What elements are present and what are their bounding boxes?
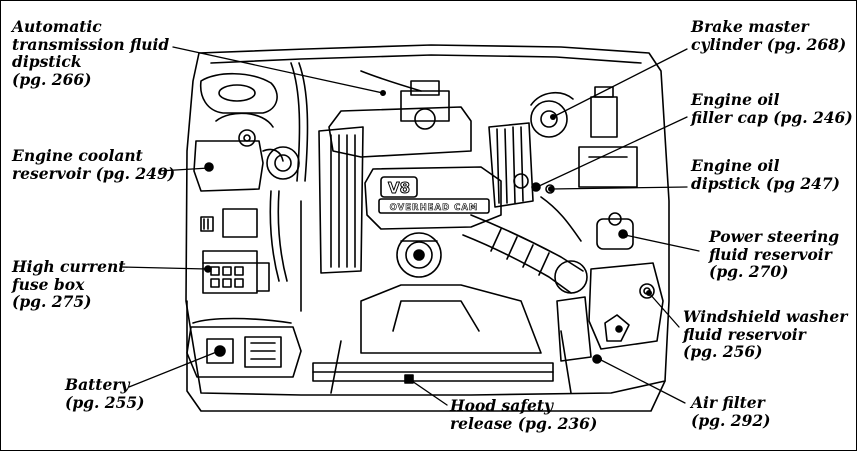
v8-badge: V8 [388, 179, 410, 197]
engine-cover [364, 166, 502, 230]
relay-block [200, 208, 258, 238]
coolant-reservoir [193, 129, 284, 192]
front-structure [312, 284, 572, 394]
label-hood-release: Hood safety release (pg. 236) [450, 396, 598, 433]
washer-reservoir [588, 262, 664, 350]
intake-hose [462, 214, 588, 294]
alternator [396, 232, 442, 278]
right-cylinder-bank [488, 122, 534, 208]
label-power-steering: Power steering fluid reservoir (pg. 270) [709, 227, 840, 281]
battery [186, 317, 302, 378]
overhead-cam-badge: OVERHEAD CAM [390, 203, 479, 213]
label-coolant-reservoir: Engine coolant reservoir (pg. 249) [12, 146, 176, 183]
engine-bay-outline [185, 44, 670, 412]
left-cylinder-bank [318, 126, 364, 274]
oil-filler-area [513, 173, 582, 242]
canister [266, 146, 300, 180]
label-fuse-box: High current fuse box (pg. 275) [12, 257, 126, 311]
left-strut-tower [199, 72, 278, 128]
right-box [578, 146, 638, 188]
leader-dots [204, 90, 652, 382]
label-oil-dipstick: Engine oil dipstick (pg 247) [691, 156, 841, 193]
air-filter-housing [556, 296, 602, 364]
leader-lines [120, 46, 700, 406]
label-atf-dipstick: Automatic transmission fluid dipstick (p… [12, 17, 170, 89]
left-hoses [269, 62, 309, 312]
intake-manifold [328, 70, 472, 158]
label-brake-master: Brake master cylinder (pg. 268) [691, 17, 847, 54]
fuse-box [202, 250, 270, 294]
brake-master-cylinder [530, 86, 618, 138]
label-air-filter: Air filter (pg. 292) [691, 393, 771, 430]
label-battery: Battery (pg. 255) [65, 375, 145, 412]
label-washer-reservoir: Windshield washer fluid reservoir (pg. 2… [683, 307, 848, 361]
label-oil-filler: Engine oil filler cap (pg. 246) [691, 90, 853, 127]
power-steering-reservoir [596, 212, 634, 250]
